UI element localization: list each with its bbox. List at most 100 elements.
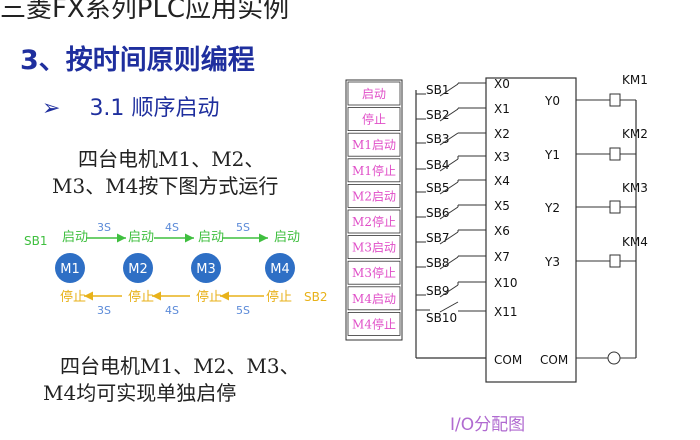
start-label: 启动 xyxy=(198,230,224,245)
relay-coil xyxy=(609,200,621,214)
pushbutton-contact xyxy=(439,108,459,122)
start-label: 启动 xyxy=(128,230,154,245)
stop-delay-label: 4S xyxy=(165,304,179,317)
pushbutton-label: SB3 xyxy=(426,132,449,146)
function-label: M1启动 xyxy=(352,138,396,152)
motor-label: M1 xyxy=(60,262,80,277)
pushbutton-label: SB6 xyxy=(426,206,449,220)
stop-label: 停止 xyxy=(266,289,292,305)
description-1-line-1: 四台电机M1、M2、 xyxy=(78,147,265,171)
plc-output-label: Y1 xyxy=(544,148,560,162)
plc-input-label: X5 xyxy=(494,199,510,213)
stop-delay-label: 5S xyxy=(236,304,250,317)
pushbutton-contact xyxy=(439,181,459,195)
pushbutton-contact xyxy=(439,231,459,245)
description-1-line-2: M3、M4按下图方式运行 xyxy=(52,174,279,198)
motor-sequence-diagram: SB1 启动 启动 启动 启动 3S 4S 5S M1 M2 M3 M4 停止 停止 停止 停止 SB2 3S 4S… xyxy=(24,221,327,317)
plc-output-label: Y0 xyxy=(544,94,560,108)
function-label-cell xyxy=(347,286,401,311)
plc-input-label: X7 xyxy=(494,250,510,264)
pushbutton-label: SB9 xyxy=(426,284,449,298)
function-label-cell xyxy=(347,132,401,157)
power-source-icon xyxy=(607,351,621,365)
pushbutton-label: SB5 xyxy=(426,181,449,195)
pushbutton-label: SB4 xyxy=(426,158,449,172)
pushbutton-contact xyxy=(439,132,459,146)
relay-label: KM2 xyxy=(622,127,648,141)
stop-label: 停止 xyxy=(128,289,154,305)
plc-input-label: X6 xyxy=(494,224,510,238)
plc-output-label: Y3 xyxy=(544,255,560,269)
start-delay-label: 5S xyxy=(236,221,250,234)
pushbutton-label: SB8 xyxy=(426,256,449,270)
description-2-line-1: 四台电机M1、M2、M3、 xyxy=(60,354,300,378)
pushbutton-contact xyxy=(439,301,459,313)
function-label-cell xyxy=(347,260,401,285)
io-diagram-caption: I/O分配图 xyxy=(450,415,526,435)
motor-label: M2 xyxy=(128,262,148,277)
function-label-cell xyxy=(347,158,401,183)
plc-input-label: X0 xyxy=(494,77,510,91)
description-2-line-2: M4均可实现单独启停 xyxy=(43,381,237,405)
start-label: 启动 xyxy=(274,230,300,245)
relay-label: KM3 xyxy=(622,181,648,195)
function-label: M2停止 xyxy=(352,214,396,229)
pushbutton-contact xyxy=(439,256,459,270)
relay-coil xyxy=(609,93,621,107)
relay-coil xyxy=(609,254,621,268)
start-delay-label: 3S xyxy=(97,221,111,234)
stop-delay-label: 3S xyxy=(97,304,111,317)
plc-com-output: COM xyxy=(540,353,568,367)
function-label: M3启动 xyxy=(352,241,396,255)
section-number: 3.1 xyxy=(89,96,125,121)
motor-label: M3 xyxy=(196,262,216,277)
function-label: M4停止 xyxy=(352,316,396,331)
plc-input-label: X3 xyxy=(494,150,510,164)
function-label: M1停止 xyxy=(352,163,396,178)
pushbutton-contact xyxy=(439,206,459,220)
bullet-arrow-icon: ➢ xyxy=(42,96,61,121)
motor-node xyxy=(191,253,221,283)
page-title: 3、按时间原则编程 xyxy=(20,45,255,76)
function-label: M4启动 xyxy=(352,292,396,306)
motor-node xyxy=(123,253,153,283)
slide-banner: 三菱FX系列PLC应用实例 xyxy=(0,0,290,24)
function-label: M3停止 xyxy=(352,265,396,280)
function-label-cell xyxy=(347,311,401,336)
stop-label: 停止 xyxy=(60,289,86,305)
motor-label: M4 xyxy=(270,262,290,277)
start-label: 启动 xyxy=(62,230,88,245)
io-allocation-diagram: 启动停止M1启动M1停止M2启动M2停止M3启动M3停止M4启动M4停止X0SB… xyxy=(345,73,648,383)
relay-label: KM1 xyxy=(622,73,648,87)
function-label-cell xyxy=(347,235,401,260)
plc-output-label: Y2 xyxy=(544,201,560,215)
motor-node xyxy=(55,253,85,283)
stop-label: 停止 xyxy=(196,289,222,305)
stop-button-label: SB2 xyxy=(304,290,327,304)
pushbutton-contact xyxy=(439,284,459,298)
plc-com-input: COM xyxy=(494,353,522,367)
start-button-label: SB1 xyxy=(24,234,47,248)
pushbutton-label: SB1 xyxy=(426,83,449,97)
function-label-cell xyxy=(347,209,401,234)
plc-input-label: X2 xyxy=(494,127,510,141)
plc-input-label: X11 xyxy=(494,305,518,319)
function-label: M2启动 xyxy=(352,189,396,203)
relay-coil xyxy=(609,147,621,161)
function-label-cell xyxy=(347,107,401,131)
pushbutton-label: SB10 xyxy=(426,311,457,325)
pushbutton-contact xyxy=(439,158,459,172)
plc-block xyxy=(485,77,577,383)
section-heading: ➢ 3.1 顺序启动 xyxy=(42,90,219,122)
plc-input-label: X1 xyxy=(494,102,510,116)
function-label-cell xyxy=(347,81,401,106)
function-label: 启动 xyxy=(362,87,386,101)
pushbutton-contact xyxy=(439,83,459,97)
start-delay-label: 4S xyxy=(165,221,179,234)
relay-label: KM4 xyxy=(622,235,648,249)
plc-input-label: X4 xyxy=(494,174,510,188)
section-title: 顺序启动 xyxy=(131,96,220,121)
function-label: 停止 xyxy=(362,112,386,127)
pushbutton-label: SB7 xyxy=(426,231,449,245)
plc-input-label: X10 xyxy=(494,276,518,290)
